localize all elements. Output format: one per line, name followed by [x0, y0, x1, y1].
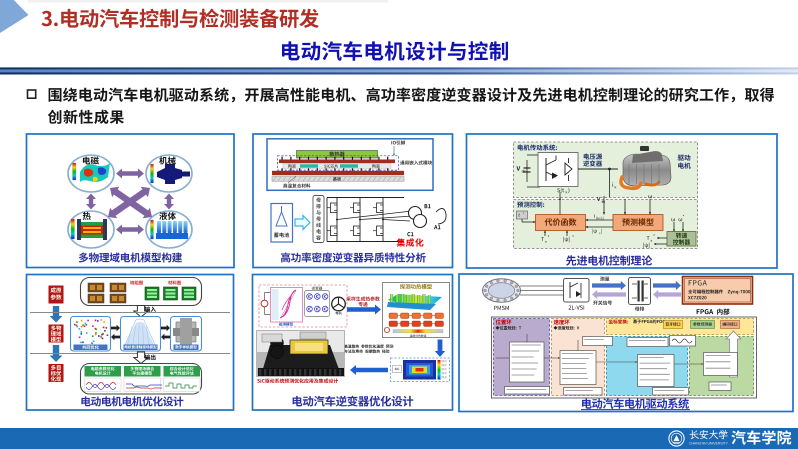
svg-text:CHANG'AN UNIVERSITY: CHANG'AN UNIVERSITY — [689, 442, 729, 446]
